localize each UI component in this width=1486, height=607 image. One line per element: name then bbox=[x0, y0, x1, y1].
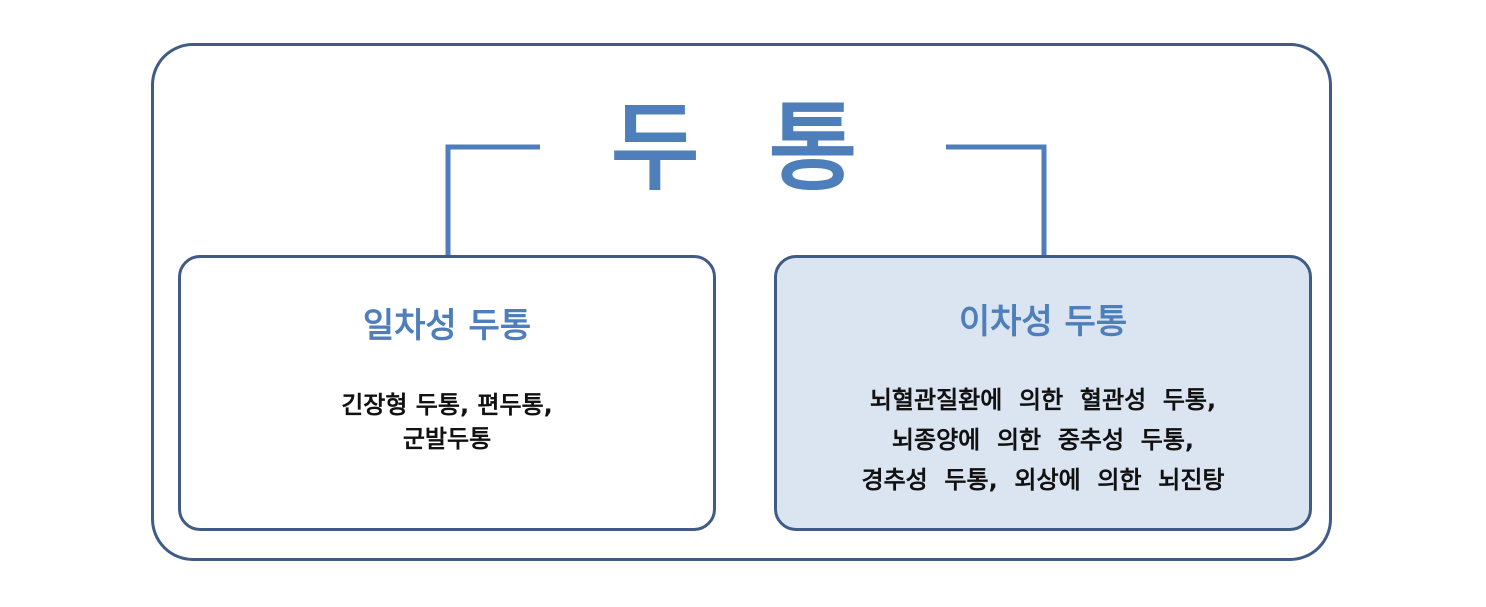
secondary-headache-box: 이차성 두통 뇌혈관질환에 의한 혈관성 두통, 뇌종양에 의한 중추성 두통,… bbox=[774, 255, 1312, 531]
primary-desc-line: 긴장형 두통, 편두통, bbox=[341, 391, 553, 419]
primary-headache-title: 일차성 두통 bbox=[362, 306, 532, 346]
secondary-desc-line: 경추성 두통, 외상에 의한 뇌진탕 bbox=[861, 466, 1225, 494]
diagram-title: 두 통 bbox=[540, 88, 946, 208]
secondary-desc-line: 뇌종양에 의한 중추성 두통, bbox=[891, 426, 1195, 454]
primary-headache-description: 긴장형 두통, 편두통, 군발두통 bbox=[181, 388, 713, 456]
primary-headache-box: 일차성 두통 긴장형 두통, 편두통, 군발두통 bbox=[178, 255, 716, 531]
secondary-desc-line: 뇌혈관질환에 의한 혈관성 두통, bbox=[869, 386, 1217, 414]
primary-desc-line: 군발두통 bbox=[402, 425, 492, 453]
secondary-headache-title: 이차성 두통 bbox=[958, 302, 1128, 342]
secondary-headache-description: 뇌혈관질환에 의한 혈관성 두통, 뇌종양에 의한 중추성 두통, 경추성 두통… bbox=[777, 380, 1309, 500]
